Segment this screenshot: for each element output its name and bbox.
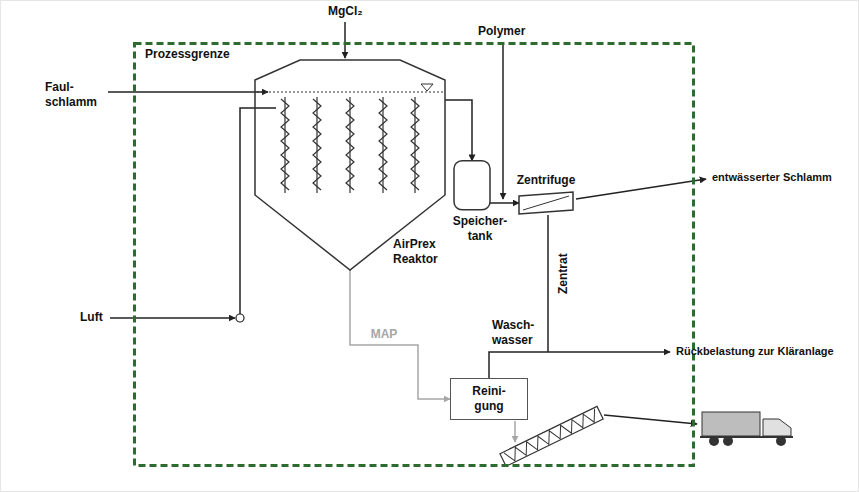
truck-icon [700,412,793,446]
flow-arrow [445,100,472,161]
aeration-spiral [281,99,289,190]
cleaning-box: Reini- gung [450,378,528,420]
node-label: Prozessgrenze [145,47,230,62]
air-label: Luft [80,310,103,325]
water-level-symbol [421,84,433,91]
node-label: Reini- gung [467,384,511,414]
centrate-label: Zentrat [556,253,571,294]
truck-wheel [776,436,786,446]
air-line [110,317,235,319]
aeration-spiral [411,99,419,190]
sludge-inlet-line [108,91,268,93]
return-label: Rückbelastung zur Kläranlage [676,344,834,359]
reactor-vessel: AirPrex Reaktor [255,55,445,270]
sludge-outlet-line [576,179,706,199]
tank-outline [454,161,490,210]
centrate-line [547,215,549,352]
return-line [489,352,670,378]
product-line [604,415,697,424]
flow-arrow [490,202,519,204]
aeration-spiral [346,99,354,190]
truck-cab [763,419,791,436]
chemical-label: Polymer [478,24,525,39]
map-discharge-line [514,421,516,442]
process-boundary: ProzessgrenzeAirPrex ReaktorSpeicher- ta… [133,42,695,467]
centrifuge-outline [519,192,573,214]
edge-label: MAP [369,327,400,342]
boundary-line [135,44,694,466]
shape-outline [510,192,582,214]
inflow-label: Faul- schlamm [45,80,105,110]
wash-water-label: Wasch- wasser [492,318,542,348]
dosing-line [344,22,346,58]
chemical-label: MgCl₂ [328,4,363,19]
product-flow-arrow [350,270,450,399]
truck-wheel [723,436,733,446]
aeration-spiral [379,99,387,190]
shape-outline [448,160,512,210]
centrifuge-screw [523,196,569,210]
node-label: Zentrifuge [510,173,582,188]
node-label: AirPrex Reaktor [393,237,455,267]
air-line [240,108,276,314]
water-level [257,92,443,93]
truck-container [702,412,760,436]
aeration-spiral [313,99,321,190]
centrifuge: Zentrifuge [510,173,582,214]
outflow-label: entwässerter Schlamm [712,170,832,185]
dosing-line [502,42,504,199]
storage-tank: Speicher- tank [448,160,512,244]
blower-symbol [236,314,244,322]
truck-wheel [709,436,719,446]
node-label: Speicher- tank [448,214,512,244]
